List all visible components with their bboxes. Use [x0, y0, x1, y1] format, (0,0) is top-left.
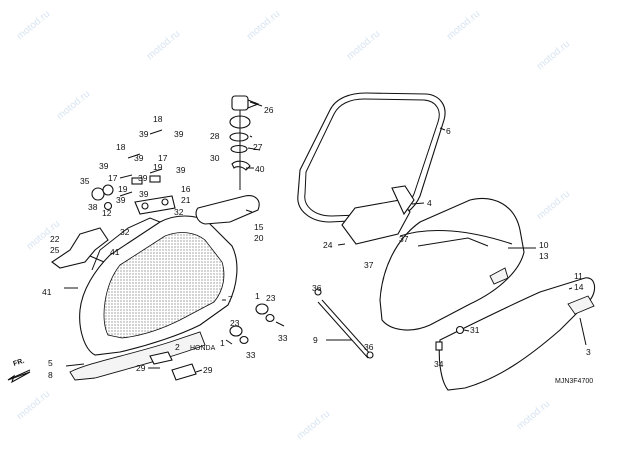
- callout-label: 1: [255, 291, 260, 301]
- callout-label: 17: [108, 173, 118, 183]
- callout-label: 39: [139, 189, 149, 199]
- callout-label: 2: [175, 342, 180, 352]
- callout-label: 39: [134, 153, 144, 163]
- callout-label: 20: [254, 233, 264, 243]
- callout-label: 23: [266, 293, 276, 303]
- callout-label: 13: [539, 251, 549, 261]
- callout-label: 38: [88, 202, 98, 212]
- callout-label: 14: [574, 282, 584, 292]
- callout-label: 21: [181, 195, 191, 205]
- callout-label: 33: [278, 333, 288, 343]
- callout-label: 33: [246, 350, 256, 360]
- watermark-text: motod.ru: [345, 29, 382, 63]
- screw-and-clip-group: [119, 129, 163, 197]
- callout-label: 39: [176, 165, 186, 175]
- callout-label: 5: [48, 358, 53, 368]
- callout-label: 28: [210, 131, 220, 141]
- foot-pad-group: [149, 351, 197, 381]
- small-hardware-group: [51, 184, 176, 289]
- callout-label: 8: [48, 370, 53, 380]
- watermark-text: motod.ru: [515, 399, 552, 433]
- callout-label: 37: [364, 260, 374, 270]
- callout-label: 26: [264, 105, 274, 115]
- watermark-text: motod.ru: [245, 9, 282, 43]
- lock-cylinder-stack: [229, 95, 260, 190]
- callout-label: 36: [312, 283, 322, 293]
- callout-label: 17: [158, 153, 168, 163]
- right-outer-shell: [435, 277, 596, 391]
- callout-label: 12: [102, 208, 112, 218]
- left-saddlebag-case: HONDA: [69, 215, 238, 381]
- callout-label: 16: [181, 184, 191, 194]
- direction-label: FR.: [12, 358, 25, 368]
- watermark-text: motod.ru: [295, 409, 332, 443]
- callout-label: 6: [446, 126, 451, 136]
- watermark-text: motod.ru: [445, 9, 482, 43]
- watermark-text: motod.ru: [535, 189, 572, 223]
- front-direction-arrow: FR.: [7, 358, 31, 384]
- callout-label: 23: [230, 318, 240, 328]
- right-case-lid: [379, 198, 525, 331]
- callout-label: 15: [254, 222, 264, 232]
- watermark-text: motod.ru: [15, 9, 52, 43]
- callout-label: 34: [434, 359, 444, 369]
- callout-label: 11: [574, 271, 583, 281]
- callout-label: 39: [99, 161, 109, 171]
- callout-label: 29: [136, 363, 146, 373]
- callout-label: 1: [220, 338, 225, 348]
- callout-label: 18: [153, 114, 163, 124]
- support-rod: [314, 288, 374, 359]
- callout-label: 9: [313, 335, 318, 345]
- callout-label: 22: [50, 234, 60, 244]
- callout-label: 30: [210, 153, 220, 163]
- callout-label: 39: [139, 129, 149, 139]
- callout-label: 19: [118, 184, 128, 194]
- callout-label: 39: [138, 173, 148, 183]
- callout-label: 36: [364, 342, 374, 352]
- callout-label: 37: [399, 234, 409, 244]
- callout-label: 31: [470, 325, 480, 335]
- callout-label: 29: [203, 365, 213, 375]
- callout-label: 18: [116, 142, 126, 152]
- callout-label: 40: [255, 164, 265, 174]
- callout-label: 19: [153, 162, 163, 172]
- callout-label: 25: [50, 245, 60, 255]
- brand-emboss: HONDA: [190, 345, 216, 352]
- callout-label: 10: [539, 240, 549, 250]
- watermark-text: motod.ru: [145, 29, 182, 63]
- callout-label: 32: [120, 227, 130, 237]
- diagram-code: MJN3F4700: [555, 378, 593, 385]
- leader-lines: [65, 101, 587, 373]
- lid-seal-ring: [297, 92, 446, 223]
- callout-label: 39: [174, 129, 184, 139]
- callout-label: 7: [228, 294, 233, 304]
- watermark-text: motod.ru: [15, 389, 52, 423]
- callout-label: 27: [253, 142, 263, 152]
- callout-label: 3: [586, 347, 591, 357]
- callout-label: 41: [110, 247, 120, 257]
- callout-labels: 26 6 18 39 39 28 27 30 40 18 39 39 17 19…: [42, 105, 591, 380]
- callout-label: 32: [174, 207, 184, 217]
- callout-label: 35: [80, 176, 90, 186]
- callout-label: 39: [116, 195, 126, 205]
- watermark-text: motod.ru: [535, 39, 572, 73]
- callout-label: 41: [42, 287, 52, 297]
- inner-pocket: [341, 185, 415, 245]
- callout-label: 24: [323, 240, 333, 250]
- inner-cover-panel: [195, 195, 260, 225]
- callout-label: 4: [427, 198, 432, 208]
- watermark-text: motod.ru: [55, 89, 92, 123]
- grommet-group: [229, 303, 285, 345]
